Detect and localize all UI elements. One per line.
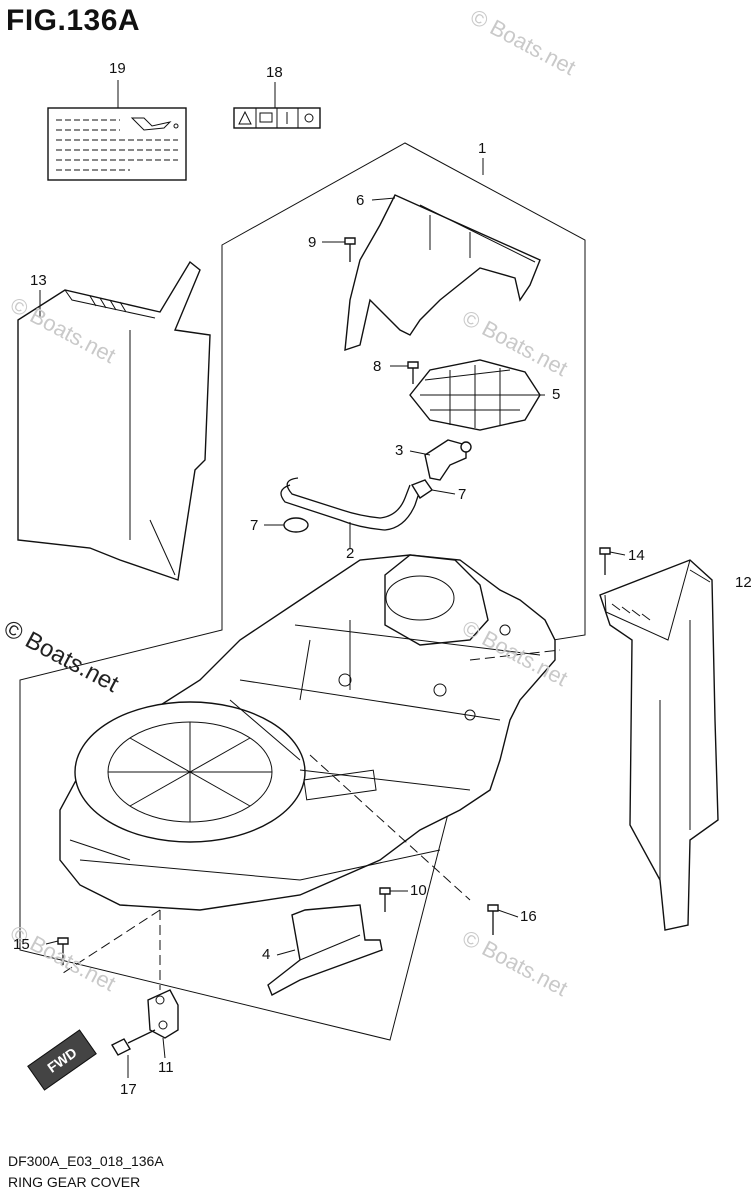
callout-7: 7 bbox=[250, 517, 259, 534]
assembly-outline bbox=[19, 142, 586, 1041]
model-code: DF300A_E03_018_136A bbox=[8, 1153, 164, 1169]
clamp-11 bbox=[147, 989, 179, 1039]
callout-12: 12 bbox=[735, 574, 752, 591]
callout-16: 16 bbox=[520, 908, 537, 925]
fitting-3 bbox=[424, 439, 472, 481]
right-cover-12 bbox=[599, 559, 719, 931]
callout-13: 13 bbox=[30, 272, 47, 289]
callout-7: 7 bbox=[458, 486, 467, 503]
callout-14: 14 bbox=[628, 547, 645, 564]
callout-5: 5 bbox=[552, 386, 561, 403]
callout-2: 2 bbox=[346, 545, 355, 562]
bolt-17 bbox=[111, 1029, 156, 1056]
callout-15: 15 bbox=[13, 936, 30, 953]
leader-lines bbox=[39, 80, 711, 1078]
callout-11: 11 bbox=[158, 1059, 174, 1076]
clips-7 bbox=[283, 479, 433, 533]
figure-caption: RING GEAR COVER bbox=[8, 1174, 141, 1190]
hose-2 bbox=[280, 477, 421, 531]
callout-6: 6 bbox=[356, 192, 365, 209]
warning-icons-18 bbox=[233, 107, 321, 129]
callout-19: 19 bbox=[109, 60, 126, 77]
label-sticker-19 bbox=[47, 107, 187, 181]
upper-cover-6 bbox=[344, 194, 541, 352]
ring-gear-cover-body bbox=[59, 554, 556, 911]
left-cover-13 bbox=[17, 260, 211, 581]
callout-17: 17 bbox=[120, 1081, 137, 1098]
callout-8: 8 bbox=[373, 358, 382, 375]
callout-10: 10 bbox=[410, 882, 427, 899]
figure-title: FIG.136A bbox=[6, 4, 141, 37]
callout-3: 3 bbox=[395, 442, 404, 459]
callout-1: 1 bbox=[478, 140, 487, 157]
bolts-misc bbox=[57, 547, 611, 965]
bracket-4 bbox=[267, 904, 383, 996]
filter-cover-5 bbox=[409, 359, 541, 431]
callout-18: 18 bbox=[266, 64, 283, 81]
callout-9: 9 bbox=[308, 234, 317, 251]
callout-4: 4 bbox=[262, 946, 271, 963]
